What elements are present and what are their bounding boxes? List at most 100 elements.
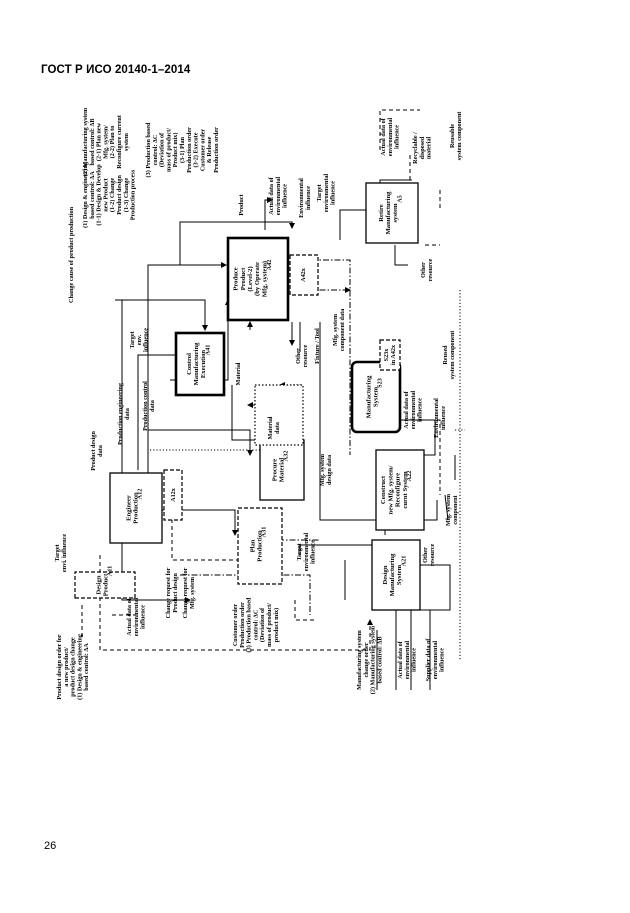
box-a32 bbox=[259, 439, 305, 501]
env-influence-s23-label-line: Environmental bbox=[433, 398, 440, 438]
box-a32-id-line: A32 bbox=[283, 451, 290, 462]
production-control-data-label-line: Production control bbox=[142, 381, 149, 431]
other-resource-a22-label-line: Other bbox=[422, 547, 429, 563]
target-env-a11-label-line: Target bbox=[54, 543, 61, 561]
cause-2-label-line: system bbox=[123, 132, 130, 151]
other-resource-a5-label-line: Other bbox=[420, 262, 427, 278]
mfg-design-data-label-line: design data bbox=[326, 455, 333, 485]
actual-env-a21-label-line: influence bbox=[411, 648, 418, 672]
material-label-line: Material bbox=[235, 362, 242, 385]
cause-3-label-line: Customer order bbox=[199, 129, 206, 172]
actual-env-a42-label-line: environmental bbox=[275, 177, 282, 216]
other-resource-a42-label-line: Other bbox=[295, 348, 302, 364]
actual-env-a42-label-line: Actual data of bbox=[268, 176, 275, 214]
product-design-order-label-line: Product design order for bbox=[56, 634, 63, 700]
product-design-data-label-line: Product design bbox=[90, 431, 97, 471]
box-a22-id: A22 bbox=[406, 471, 413, 482]
material-data-label-line: Material bbox=[267, 416, 274, 439]
mfg-design-data-label-line: Mfg. system bbox=[319, 453, 326, 486]
box-s23x-id-line: S23x bbox=[383, 348, 390, 362]
cause-3-label-line: mass of product/ bbox=[165, 128, 172, 172]
cause-3-label-line: control: ΔC bbox=[152, 135, 159, 166]
box-s23-id: S23 bbox=[377, 378, 384, 388]
document-header: ГОСТ Р ИСО 20140-1–2014 bbox=[41, 64, 191, 76]
box-s23x bbox=[379, 339, 401, 371]
actual-env-a11-label-line: environmental bbox=[133, 598, 140, 637]
box-a42x-id: A42x bbox=[300, 267, 307, 282]
cause-3-label-line: (3-1) Plan bbox=[179, 136, 186, 163]
other-resource-a42-label-line: resource bbox=[302, 345, 309, 368]
page-number: 26 bbox=[44, 840, 57, 852]
box-a42-title-line: (Level-2) bbox=[247, 266, 254, 291]
box-a42-title-line: (by Operate bbox=[254, 262, 261, 296]
cause-2-label-line: Mfg. system/ bbox=[102, 125, 109, 159]
change-req-mfg-label-line: Change request for bbox=[182, 567, 189, 618]
box-a12-id: A12 bbox=[137, 489, 144, 500]
box-a31 bbox=[237, 507, 283, 585]
box-a42-title-line: Product bbox=[240, 267, 247, 290]
box-a11-title-line: Design bbox=[95, 575, 102, 594]
cause-3-label-line: & Release bbox=[206, 136, 213, 163]
product-design-data-label-line: data bbox=[97, 445, 104, 457]
reused-component-label-line: Reused bbox=[442, 345, 449, 365]
actual-env-s23-label-line: environmental bbox=[410, 391, 417, 430]
product-design-order-label-line: product design change bbox=[70, 637, 77, 697]
cause-2-label-line: based control: ΔB bbox=[89, 118, 96, 165]
box-a11 bbox=[74, 571, 136, 599]
change-req-mfg-label-line: Mfg. system bbox=[189, 576, 196, 609]
target-env-a5-label-line: environmental bbox=[323, 174, 330, 213]
reused-component-label-line: system component bbox=[449, 330, 456, 380]
mfg-system-component-label-line: Mfg. system bbox=[445, 493, 452, 526]
box-a11-id-line: A11 bbox=[107, 566, 114, 576]
cause-1-label-line: based control: ΔA bbox=[89, 171, 96, 219]
product-design-order-label-line: a new product/ bbox=[63, 647, 70, 687]
other-resource-a22-label-line: resource bbox=[429, 544, 436, 567]
mfg-change-order-label-line: based control: ΔB bbox=[376, 636, 383, 683]
box-a42-id: A42 bbox=[266, 260, 273, 271]
cause-3-label-line: (Deviation of bbox=[159, 132, 166, 167]
fixture-tool-label-line: Fixture / Tool bbox=[314, 328, 321, 364]
mfg-system-component-label-line: component bbox=[452, 494, 459, 524]
box-a31-id-line: A31 bbox=[261, 527, 268, 538]
target-env-a5-label-line: Target bbox=[316, 183, 323, 201]
change-req-design-label-line: Product design bbox=[172, 573, 179, 613]
box-a22-title-line: Construct bbox=[380, 475, 387, 504]
mfg-component-data-label-line: Mfg. system bbox=[332, 313, 339, 346]
cause-2-label-line: (2-1) Plan new bbox=[96, 122, 103, 161]
box-s23-id-line: S23 bbox=[377, 378, 384, 388]
cause-3-label-line: Production order bbox=[186, 127, 193, 173]
box-s23-title-line: Manufacturing bbox=[365, 375, 372, 419]
box-a42-id-line: A42 bbox=[266, 260, 273, 271]
cause-2-label-line: Reconfigure current bbox=[116, 114, 123, 168]
box-a42-title-line: Produce bbox=[233, 267, 240, 290]
box-a21-title-line: Manufacturing bbox=[389, 553, 396, 597]
customer-order-label-line: mass of product/ bbox=[266, 603, 273, 647]
production-eng-data-label-line: Production engineering bbox=[117, 382, 124, 445]
box-a12x bbox=[163, 469, 183, 521]
recyclable-label-line: material bbox=[426, 137, 433, 160]
box-a32-title-line: Procure bbox=[271, 459, 278, 482]
box-a31-title-line: Plan bbox=[249, 539, 256, 552]
box-s23-title-line: System bbox=[373, 386, 380, 407]
box-a5-title-line: system bbox=[392, 203, 399, 223]
box-a12-title-line: Engineer bbox=[125, 495, 132, 521]
